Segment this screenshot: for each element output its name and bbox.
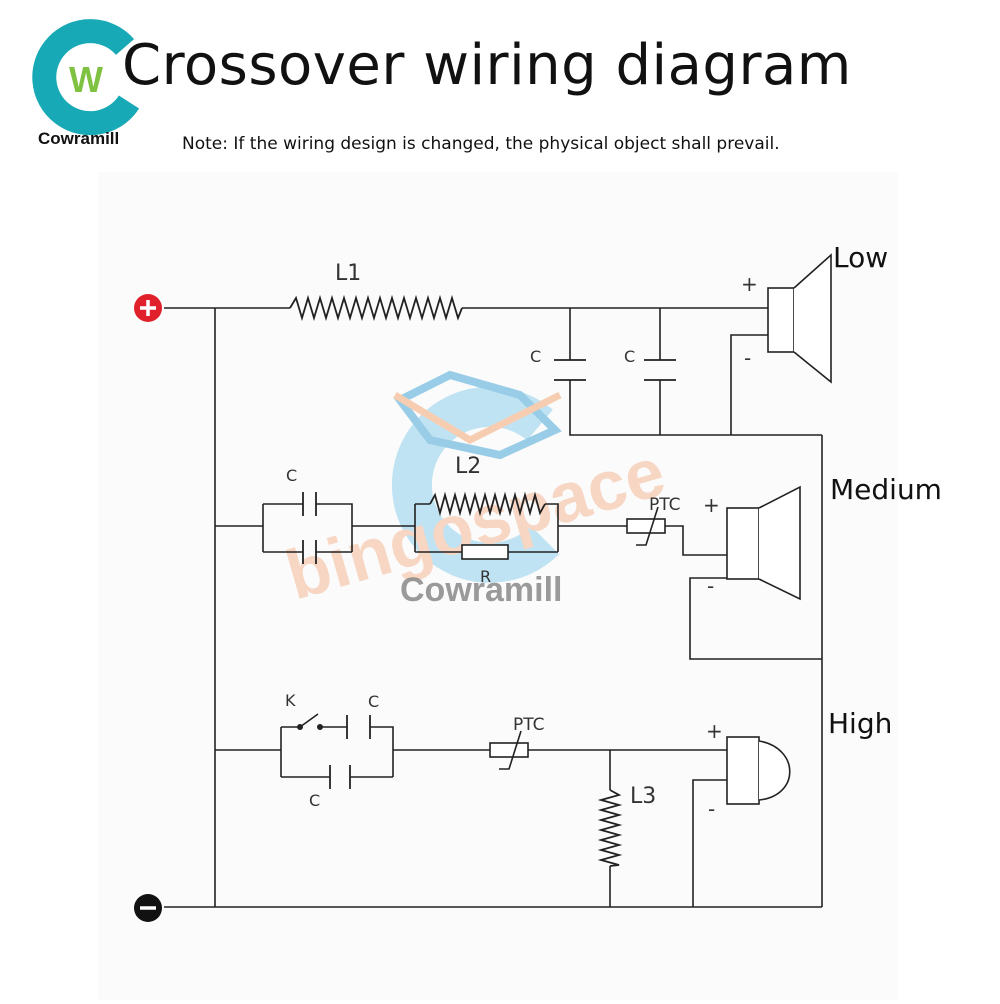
- wire-mid-minus: [689, 577, 822, 660]
- capacitor-mid-bottom: [302, 540, 317, 564]
- ptc-high: [489, 730, 529, 770]
- label-c-high-top: C: [368, 692, 379, 711]
- wire-mid-ptc: [558, 525, 727, 556]
- negative-terminal-icon: [134, 894, 162, 922]
- watermark-shape: [393, 370, 562, 460]
- label-high: High: [828, 707, 892, 740]
- label-k: K: [285, 691, 296, 710]
- tweeter-high: [726, 736, 791, 805]
- capacitor-high-bottom: [329, 765, 351, 789]
- label-mid-plus: +: [703, 493, 720, 517]
- wires: [164, 307, 823, 908]
- capacitor-mid-top: [302, 492, 317, 516]
- capacitor-low-2: [644, 359, 676, 381]
- wire-low-minus: [730, 334, 768, 435]
- watermark-brand: Cowramill: [400, 571, 562, 609]
- label-l2: L2: [455, 454, 481, 479]
- switch-k: [297, 713, 323, 730]
- label-high-minus: -: [708, 797, 715, 821]
- ptc-mid: [626, 506, 666, 546]
- component-labels: L1 L2 L3 C C C C C R K PTC PTC + - + - +…: [285, 261, 758, 821]
- label-medium: Medium: [830, 473, 942, 506]
- label-high-plus: +: [706, 719, 723, 743]
- label-c-low-2: C: [624, 347, 635, 366]
- label-ptc-mid: PTC: [649, 495, 681, 515]
- inductor-l3-coil: [597, 789, 623, 867]
- label-low-minus: -: [744, 346, 751, 370]
- wire-high-minus: [692, 779, 727, 907]
- positive-terminal-icon: [134, 294, 162, 322]
- band-labels: Low Medium High: [828, 241, 942, 740]
- brand-name: Cowramill: [38, 129, 120, 148]
- wire-l2-r-parallel: [414, 503, 559, 553]
- label-c-mid: C: [286, 466, 297, 485]
- page-title: Crossover wiring diagram: [122, 33, 852, 98]
- inductor-l2-coil: [429, 491, 546, 517]
- label-c-high-bottom: C: [309, 791, 320, 810]
- watermark-stroke: [393, 391, 562, 444]
- capacitors: [302, 359, 676, 789]
- capacitor-high-top: [346, 715, 371, 739]
- cowramill-logo: W: [32, 19, 140, 136]
- wire-high-cap-pair: [280, 726, 394, 778]
- label-c-low-1: C: [530, 347, 541, 366]
- logo-letter: W: [69, 59, 103, 100]
- speaker-low: [767, 253, 832, 384]
- capacitor-low-1: [554, 359, 586, 381]
- wire-mid-cap-pair: [262, 503, 353, 553]
- label-r: R: [480, 567, 491, 586]
- label-low: Low: [833, 241, 888, 274]
- label-ptc-high: PTC: [513, 715, 545, 735]
- speaker-medium: [726, 485, 801, 601]
- inductor-l1-coil: [289, 294, 463, 322]
- wire-c1: [569, 308, 822, 436]
- diagram-panel: [98, 172, 898, 1000]
- wiring-note: Note: If the wiring design is changed, t…: [182, 134, 780, 154]
- label-mid-minus: -: [707, 574, 714, 598]
- logo-ring: [32, 19, 140, 136]
- label-l1: L1: [335, 261, 361, 286]
- watermark-ring: [391, 386, 560, 583]
- label-l3: L3: [630, 784, 656, 809]
- label-low-plus: +: [741, 272, 758, 296]
- resistor-r: [461, 544, 509, 560]
